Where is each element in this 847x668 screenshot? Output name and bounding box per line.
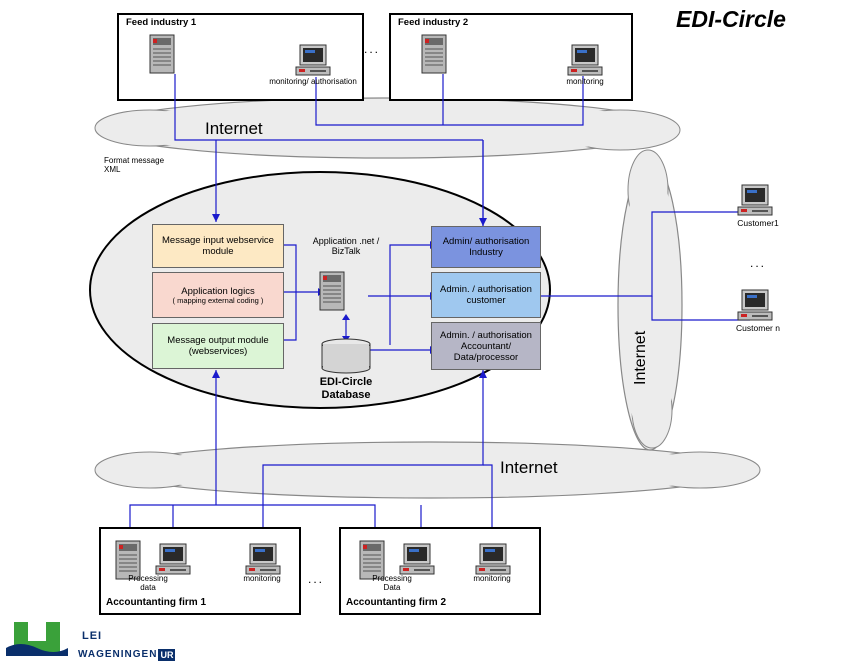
wageningen-logo-icon bbox=[6, 622, 68, 656]
database-label: EDI-Circle Database bbox=[319, 376, 373, 401]
customer-dots: ... bbox=[750, 256, 767, 270]
admin-accountant-box: Admin. / authorisation Accountant/ Data/… bbox=[431, 322, 541, 370]
application-logics-sub: ( mapping external coding ) bbox=[172, 295, 264, 305]
database-icon bbox=[321, 338, 371, 374]
internet-bottom-label: Internet bbox=[500, 458, 558, 477]
message-output-module: Message output module (webservices) bbox=[152, 323, 284, 369]
feed1-server-icon bbox=[149, 34, 175, 74]
feed2-monitor-label: monitoring bbox=[566, 77, 604, 86]
internet-cloud-top bbox=[94, 97, 681, 159]
customer1-label: Customer1 bbox=[737, 218, 779, 228]
accountanting-firm-2-label: Accountanting firm 2 bbox=[346, 597, 447, 608]
firm-dots: ... bbox=[308, 572, 325, 586]
feed1-monitor-label: monitoring/ authorisation bbox=[269, 77, 357, 86]
internet-cloud-bottom bbox=[94, 441, 761, 499]
firm1-monitoring-pc-icon bbox=[245, 543, 281, 575]
feed2-server-icon bbox=[421, 34, 447, 74]
feed-industry-dots: ... bbox=[364, 42, 381, 56]
firm1-processing-pc-icon bbox=[155, 543, 191, 575]
feed-industry-1-label: Feed industry 1 bbox=[126, 17, 197, 28]
connection-lines bbox=[129, 74, 750, 553]
admin-industry-box: Admin/ authorisation Industry bbox=[431, 226, 541, 268]
logo-wageningen: WAGENINGEN UR bbox=[78, 648, 176, 661]
application-logics-title: Application logics bbox=[181, 285, 255, 297]
firm2-monitoring-label: monitoring bbox=[473, 574, 511, 583]
internet-cloud-right bbox=[617, 149, 683, 451]
format-message-label: Format message XML bbox=[104, 156, 165, 174]
feed1-monitor-icon bbox=[295, 44, 331, 76]
firm2-processing-label: Processing Data bbox=[372, 574, 412, 592]
firm2-monitoring-pc-icon bbox=[475, 543, 511, 575]
customer-n-pc-icon bbox=[737, 289, 773, 321]
logo-lei-text: LEI bbox=[82, 630, 103, 642]
application-label: Application .net / BizTalk bbox=[312, 236, 380, 256]
customer-n-label: Customer n bbox=[736, 323, 780, 333]
internet-top-label: Internet bbox=[205, 119, 263, 138]
logo-ur-text: UR bbox=[158, 648, 176, 661]
application-logics-module: Application logics ( mapping external co… bbox=[152, 272, 284, 318]
message-input-module: Message input webservice module bbox=[152, 224, 284, 268]
diagram-title: EDI-Circle bbox=[676, 6, 786, 32]
internet-right-label: Internet bbox=[632, 330, 649, 385]
customer1-pc-icon bbox=[737, 184, 773, 216]
feed-industry-2-label: Feed industry 2 bbox=[398, 17, 469, 28]
admin-customer-box: Admin. / authorisation customer bbox=[431, 272, 541, 318]
feed2-monitor-icon bbox=[567, 44, 603, 76]
accountanting-firm-1-label: Accountanting firm 1 bbox=[106, 597, 207, 608]
firm1-monitoring-label: monitoring bbox=[243, 574, 281, 583]
logo-wageningen-text: WAGENINGEN bbox=[78, 649, 158, 660]
application-server-icon bbox=[319, 271, 345, 311]
firm2-processing-pc-icon bbox=[399, 543, 435, 575]
firm1-processing-label: Processing data bbox=[128, 574, 168, 592]
